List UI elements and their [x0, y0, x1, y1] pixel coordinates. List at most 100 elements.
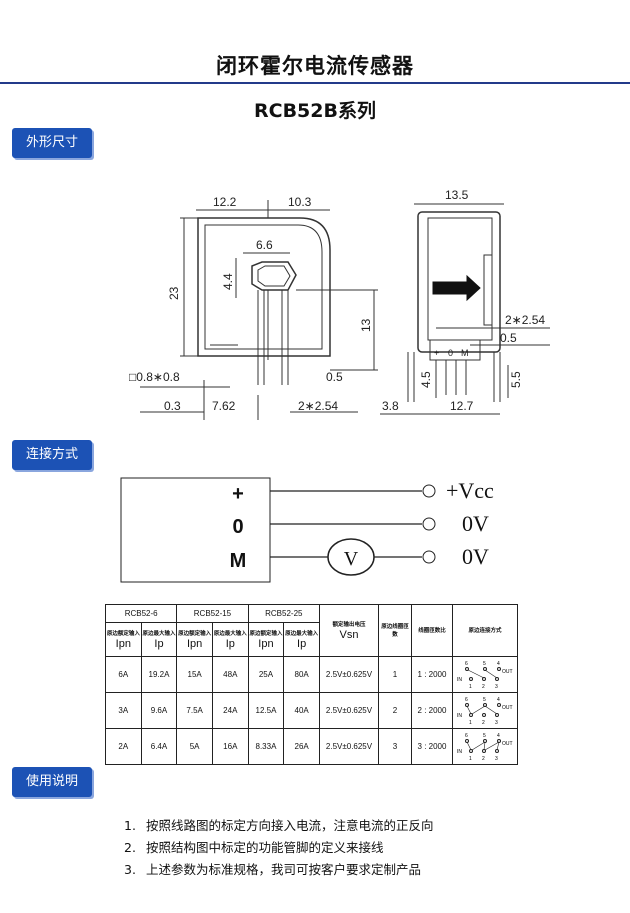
- dim-front-10: 2∗2.54: [298, 399, 338, 413]
- method-header: 原边连接方式: [452, 604, 518, 657]
- cell: 1 : 2000: [411, 656, 453, 693]
- side-pin-plus: +: [434, 348, 439, 358]
- svg-text:IN: IN: [457, 749, 462, 755]
- side-pin-zero: 0: [448, 348, 453, 358]
- section-tab-connection: 连接方式: [12, 440, 92, 470]
- svg-text:OUT: OUT: [502, 705, 513, 711]
- cell: 7.5A: [176, 692, 213, 729]
- svg-text:5: 5: [483, 661, 486, 667]
- svg-text:1: 1: [469, 684, 472, 689]
- side-pin-labels: + 0 M: [434, 348, 469, 358]
- section-tab-usage: 使用说明: [12, 767, 92, 797]
- cell: 6.4A: [140, 728, 178, 765]
- dim-side-1: 2∗2.54: [505, 313, 545, 327]
- svg-text:6: 6: [465, 733, 468, 739]
- cell: 2A: [105, 728, 142, 765]
- parameter-table: RCB52-6 RCB52-15 RCB52-25 额定输出电压 Vsn 原边线…: [104, 604, 518, 765]
- dim-front-1: 10.3: [288, 195, 312, 209]
- side-view: [380, 203, 550, 415]
- cell: 12.5A: [247, 692, 285, 729]
- ratio-header: 线圈匝数比: [411, 604, 453, 657]
- dim-front-2: 6.6: [256, 238, 273, 252]
- cell: 16A: [211, 728, 249, 765]
- dim-front-6: □0.8∗0.8: [129, 370, 180, 384]
- title-divider: [0, 82, 630, 84]
- dim-front-4: 23: [167, 286, 181, 300]
- terminal-vcc: [422, 484, 436, 498]
- dim-front-9: 7.62: [212, 399, 236, 413]
- cell: 3A: [105, 692, 142, 729]
- svg-text:6: 6: [465, 697, 468, 703]
- model-header: RCB52-6: [104, 604, 178, 623]
- cell: 2: [378, 692, 412, 729]
- dim-side-5: 3.8: [382, 399, 399, 413]
- series-title: RCB52B系列: [254, 100, 376, 122]
- svg-text:5: 5: [483, 697, 486, 703]
- svg-text:3: 3: [495, 720, 498, 725]
- turns-header: 原边线圈匝数: [378, 604, 412, 657]
- cell: 2 : 2000: [411, 692, 453, 729]
- output-header: 额定输出电压 Vsn: [319, 604, 379, 657]
- voltmeter-label: V: [344, 548, 359, 570]
- table-row: 6A 19.2A 15A 48A 25A 80A 2.5V±0.625V 1 1…: [105, 656, 518, 693]
- usage-notes: 1.按照线路图的标定方向接入电流，注意电流的正反向 2.按照结构图中标定的功能管…: [124, 815, 434, 881]
- terminal-0v-b: [422, 550, 436, 564]
- svg-text:3: 3: [495, 684, 498, 689]
- side-pin-m: M: [461, 348, 469, 358]
- cell: 9.6A: [140, 692, 178, 729]
- cell: 1: [378, 656, 412, 693]
- cell: 5A: [176, 728, 213, 765]
- cell: 3: [378, 728, 412, 765]
- cell: 2.5V±0.625V: [319, 728, 379, 765]
- dim-side-4: 5.5: [509, 371, 523, 388]
- dim-side-0: 13.5: [445, 188, 469, 202]
- cell: 2.5V±0.625V: [319, 692, 379, 729]
- svg-text:IN: IN: [457, 713, 462, 719]
- svg-text:1: 1: [469, 720, 472, 725]
- cell: 80A: [283, 656, 320, 693]
- table-row: 2A 6.4A 5A 16A 8.33A 26A 2.5V±0.625V 3 3…: [105, 728, 518, 765]
- conn-pin-m: M: [230, 550, 247, 572]
- note-item: 3.上述参数为标准规格，我司可按客户要求定制产品: [124, 862, 422, 877]
- front-view: [140, 200, 378, 420]
- dim-front-3: 4.4: [221, 273, 235, 290]
- terminal-0v-a: [422, 517, 436, 531]
- svg-text:4: 4: [497, 733, 500, 739]
- cell: 25A: [247, 656, 285, 693]
- cell: 26A: [283, 728, 320, 765]
- svg-text:1: 1: [469, 756, 472, 761]
- cell: 24A: [211, 692, 249, 729]
- model-header: RCB52-25: [247, 604, 321, 623]
- document-title: 闭环霍尔电流传感器: [216, 54, 414, 78]
- voltmeter-icon: [327, 538, 375, 576]
- dim-front-7: 0.5: [326, 370, 343, 384]
- dim-front-8: 0.3: [164, 399, 181, 413]
- cell: 15A: [176, 656, 213, 693]
- sensor-block: [120, 477, 271, 583]
- output-0v-b: 0V: [462, 544, 489, 569]
- dim-front-5: 13: [359, 318, 373, 332]
- cell: 40A: [283, 692, 320, 729]
- cell: 6A: [105, 656, 142, 693]
- svg-text:2: 2: [482, 684, 485, 689]
- svg-text:OUT: OUT: [502, 669, 513, 675]
- svg-text:6: 6: [465, 661, 468, 667]
- note-item: 2.按照结构图中标定的功能管脚的定义来接线: [124, 840, 384, 855]
- dim-side-6: 12.7: [450, 399, 474, 413]
- svg-text:3: 3: [495, 756, 498, 761]
- svg-text:4: 4: [497, 697, 500, 703]
- note-item: 1.按照线路图的标定方向接入电流，注意电流的正反向: [124, 818, 434, 833]
- table-row: 3A 9.6A 7.5A 24A 12.5A 40A 2.5V±0.625V 2…: [105, 692, 518, 729]
- model-header: RCB52-15: [176, 604, 249, 623]
- dim-front-0: 12.2: [213, 195, 237, 209]
